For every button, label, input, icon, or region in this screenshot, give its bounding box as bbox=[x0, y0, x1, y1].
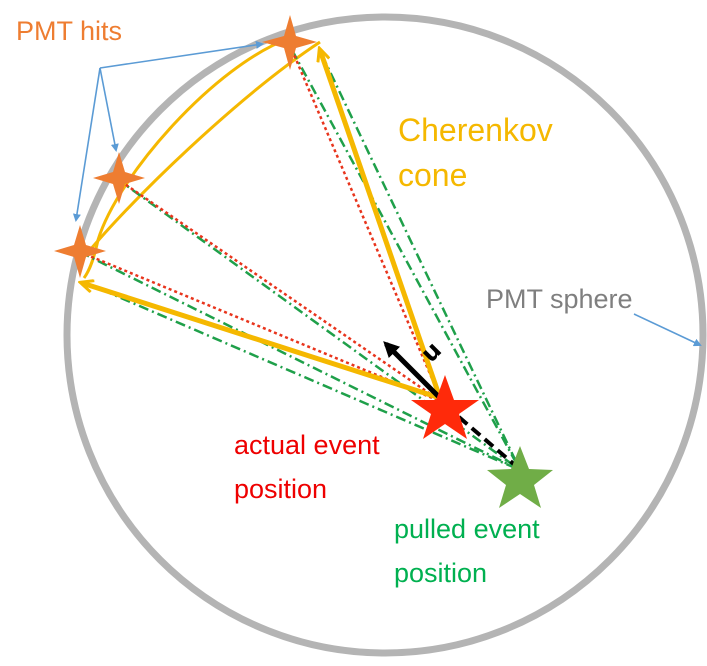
cone-edge-left bbox=[82, 283, 441, 401]
cherenkov-cone-sides bbox=[82, 50, 443, 401]
pmt-hit-star-icon bbox=[93, 152, 145, 204]
pmt-hits-leaders bbox=[72, 40, 264, 222]
actual-event-label-line2: position bbox=[234, 474, 328, 504]
cone-edge-right bbox=[320, 50, 443, 399]
actual-event-star-icon bbox=[411, 375, 479, 439]
pulled-event-label-line2: position bbox=[394, 558, 488, 588]
pull-offset-line bbox=[444, 404, 518, 468]
pmt-sphere-circle bbox=[63, 13, 707, 657]
pmt-hit-star-icon bbox=[54, 225, 106, 278]
actual-event-label-line1: actual event bbox=[234, 430, 380, 460]
pmt-sphere-label: PMT sphere bbox=[486, 284, 633, 314]
pmt-hits-label: PMT hits bbox=[16, 16, 123, 46]
cherenkov-label-line1: Cherenkov bbox=[398, 112, 553, 148]
pmt-sphere-leader bbox=[633, 313, 702, 347]
pulled-event-star-icon bbox=[487, 446, 553, 508]
pmt-hit-markers bbox=[54, 15, 317, 278]
pulled-event-label-line1: pulled event bbox=[394, 514, 540, 544]
cherenkov-label-line2: cone bbox=[398, 157, 468, 193]
direction-arrow bbox=[383, 341, 442, 400]
pmt-hit-star-icon bbox=[262, 15, 317, 70]
